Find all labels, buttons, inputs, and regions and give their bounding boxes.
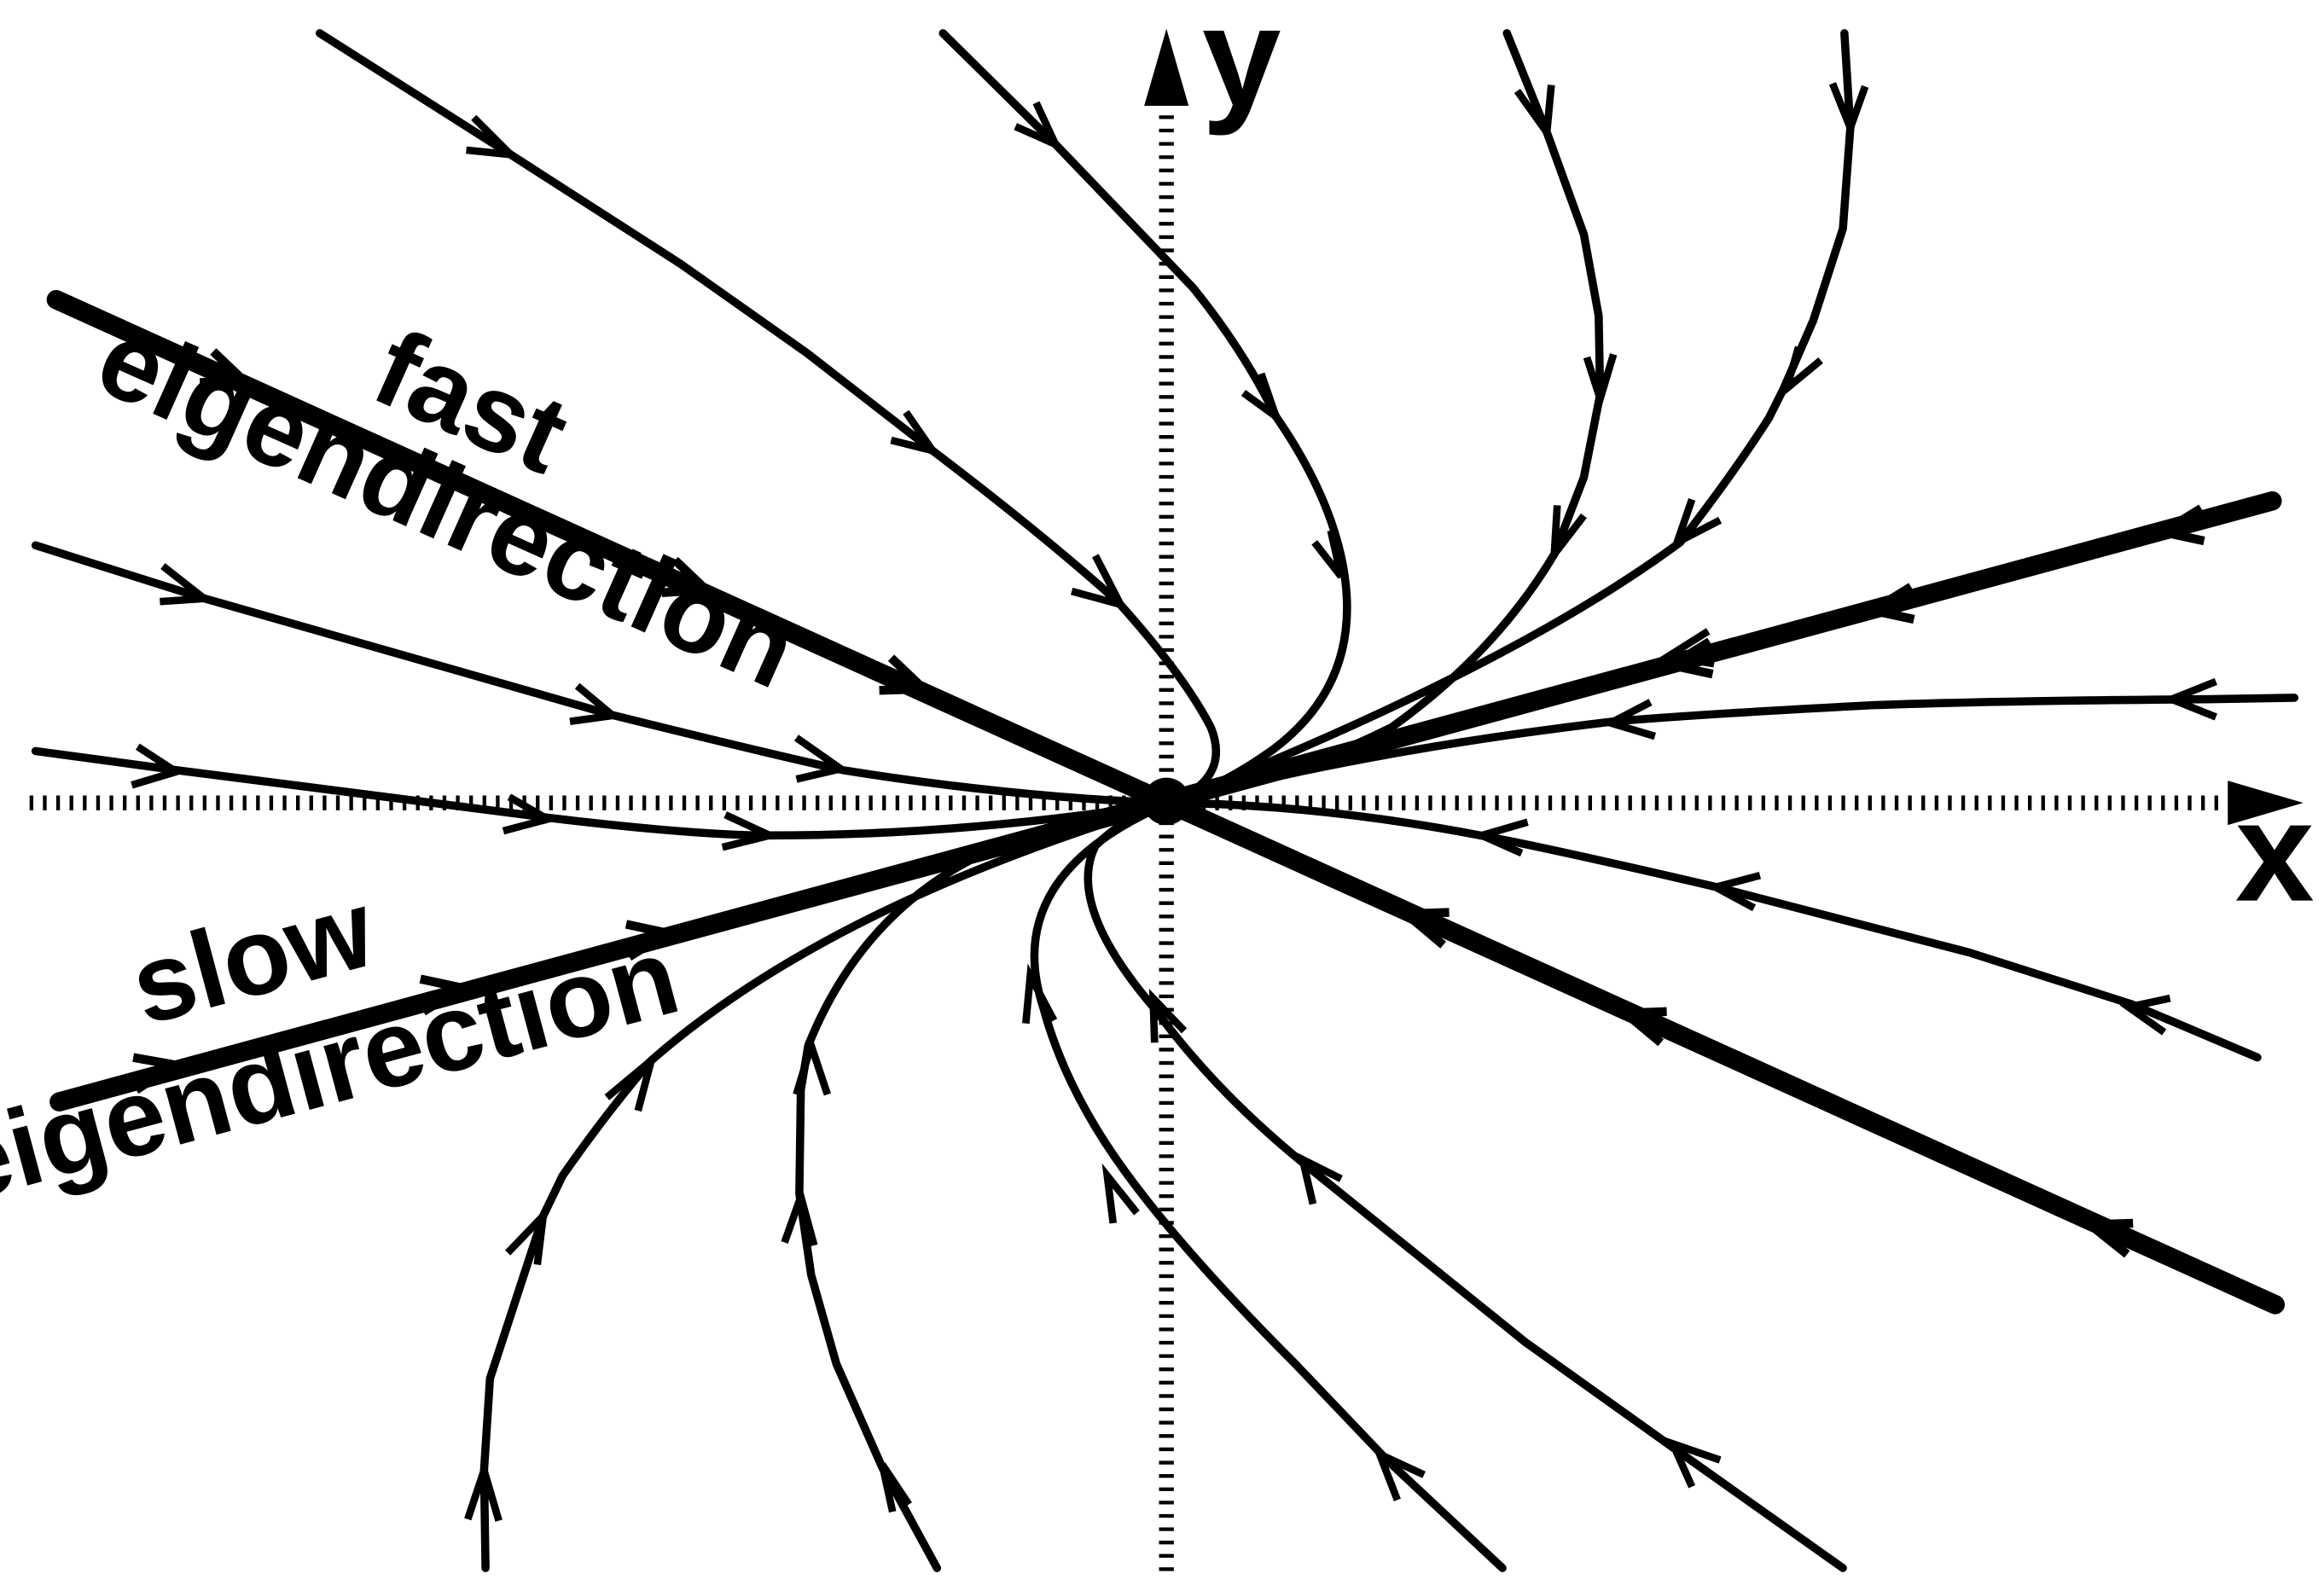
arrow-icon [604,1049,659,1112]
arrow-icon [1601,699,1657,740]
arrow-left-icon [2151,504,2205,546]
arrow-icon [1665,1437,1722,1489]
trajectory [938,29,1351,807]
arrow-icon [1705,871,1762,912]
arrow-icon [1828,82,1869,139]
arrow-icon [2119,994,2171,1036]
arrow-icon [1014,101,1063,152]
arrow-icon [1373,1447,1426,1501]
arrow-icon [1471,818,1529,857]
arrow-icon [1022,963,1058,1025]
arrow-right-icon [625,920,680,961]
slow-eigendirection-arrows [132,504,2205,1094]
y-axis-label: y [1202,0,1281,136]
arrow-icon [1240,372,1284,427]
arrow-icon [1514,84,1555,143]
trajectory [1084,798,1847,1572]
arrow-icon [721,811,781,851]
arrow-icon [1549,505,1587,566]
arrow-icon [1071,554,1128,611]
y-axis-arrowhead [1144,28,1189,106]
arrow-left-icon [1613,1007,1667,1047]
arrow-icon [890,409,942,457]
x-axis-label: x [2235,773,2315,932]
fixed-point-node [1142,777,1190,826]
arrow-left-icon [1394,908,1450,949]
trajectory [479,798,1174,1572]
arrow-icon [1658,628,1715,668]
arrow-icon [1297,1152,1343,1205]
arrow-icon [793,1033,831,1096]
arrow-icon [466,114,521,160]
arrow-icon [1670,498,1723,550]
arrow-left-icon [2077,1218,2134,1258]
arrow-icon [502,793,558,835]
trajectory [1030,798,1507,1572]
arrow-icon [1583,353,1618,412]
trajectory [1165,29,1605,807]
trajectory [1165,798,2262,1062]
arrow-icon [1148,988,1188,1043]
arrow-right-icon [661,556,717,597]
arrow-icon [1780,345,1823,399]
arrow-icon [464,1458,503,1522]
arrow-icon [1311,529,1345,579]
trajectory [31,746,1174,840]
arrow-icon [878,1462,912,1513]
arrow-icon [160,563,215,606]
arrow-right-icon [132,1053,187,1094]
arrow-icon [781,1184,818,1247]
arrow-left-icon [1659,637,1714,679]
trajectory [1165,29,1855,807]
arrow-icon [1101,1163,1140,1224]
arrow-left-icon [1861,583,1915,624]
arrow-right-icon [879,654,935,695]
fast-eigendirection-arrows [200,348,2134,1258]
arrow-icon [2161,677,2217,721]
trajectory [1165,694,2299,807]
arrow-icon [504,1205,549,1265]
arrow-icon [131,743,185,789]
arrow-icon [569,682,622,726]
x-axis-arrowhead [2228,781,2304,826]
arrow-right-icon [419,974,474,1016]
arrow-icon [793,734,850,783]
arrow-right-icon [200,348,255,387]
trajectory-arrows [131,82,2217,1522]
trajectory [315,29,1221,807]
